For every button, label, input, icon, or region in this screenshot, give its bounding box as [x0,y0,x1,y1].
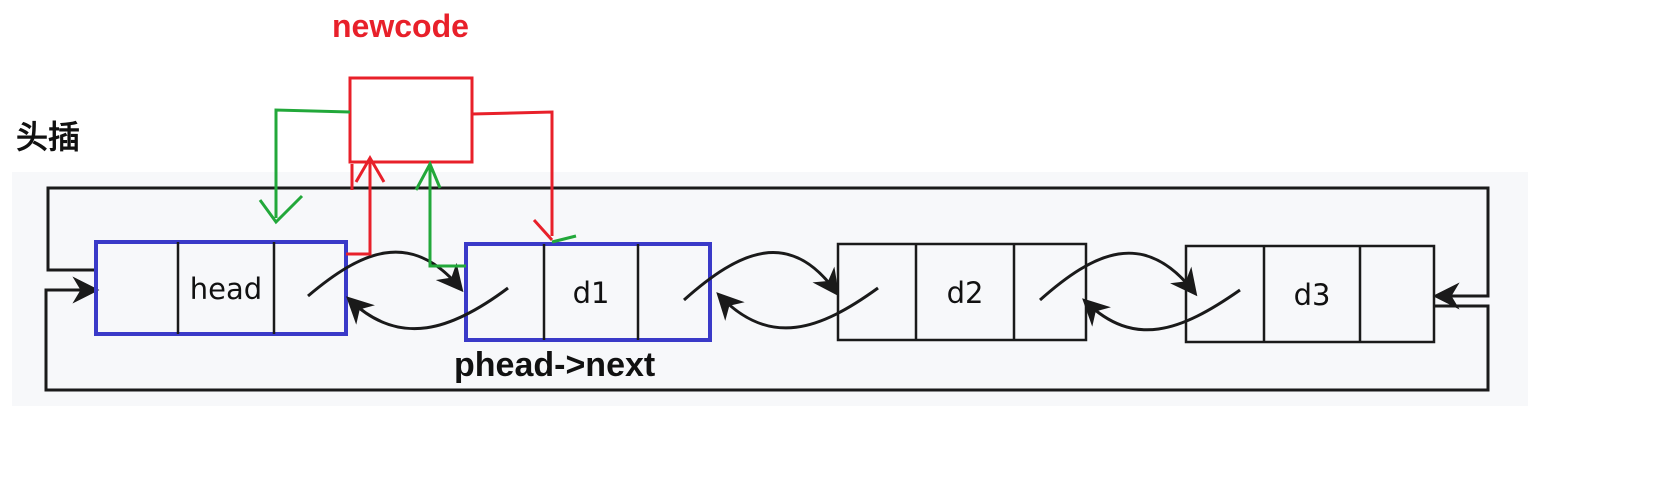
node-d1 [464,242,712,342]
green-arrowhead-at-newcode [414,160,442,191]
prev-link-d1-head [346,286,509,331]
red-link-newcode-to-d1 [471,110,554,236]
green-arrowhead-at-head [258,194,304,225]
newcode-label: newcode [332,8,469,44]
red-arrowhead-at-newcode [354,155,386,183]
prev-link-d3-d2 [1082,288,1241,332]
node-label-d2: d2 [946,276,984,310]
node-label-d3: d3 [1293,278,1331,312]
node-label-head: head [189,272,263,306]
node-head [94,240,348,336]
next-link-d1-d2 [683,251,840,302]
circular-link-top [46,186,1490,310]
red-link-head-to-newcode [346,160,372,256]
diagram-panel [12,172,1528,406]
green-tick-at-d1 [551,234,577,244]
green-link-d1-to-newcode [428,166,466,268]
red-arrowhead-at-d1 [532,218,554,242]
phead-next-label: phead->next [454,346,656,384]
next-link-head-d1 [307,250,464,298]
node-label-d1: d1 [572,276,610,310]
circular-link-bottom [44,276,1490,392]
green-link-newcode-to-head [274,108,351,218]
diagram-title: 头插 [16,118,81,156]
next-link-d2-d3 [1039,251,1198,302]
prev-link-d2-d1 [716,286,879,330]
node-newcode [348,76,474,164]
